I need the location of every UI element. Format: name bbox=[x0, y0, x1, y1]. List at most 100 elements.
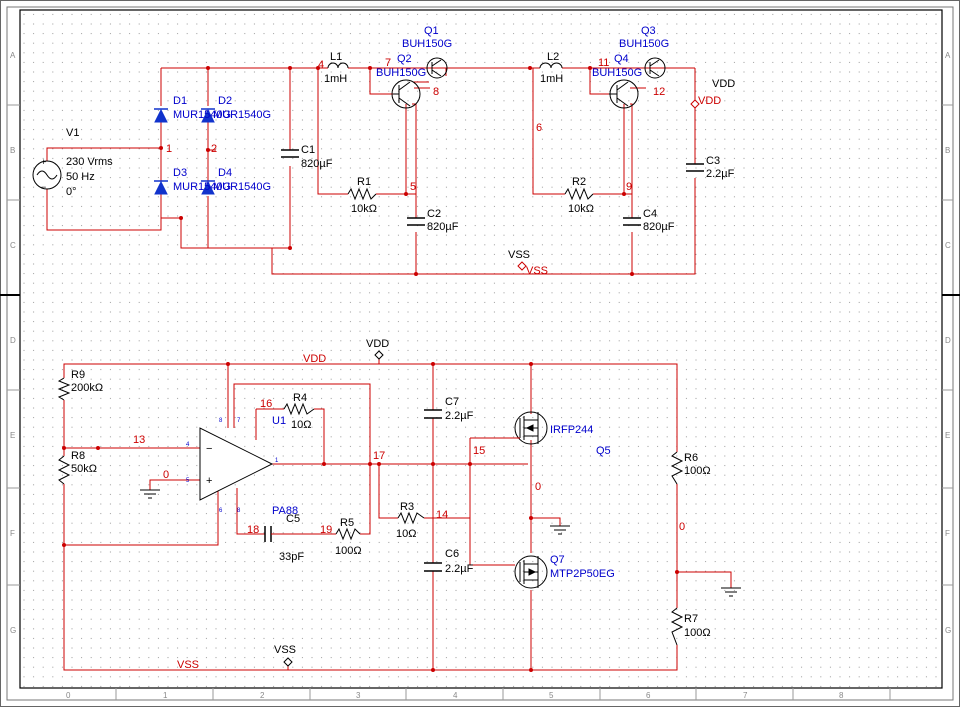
row-label-g-left: G bbox=[10, 626, 16, 635]
row-label-d-left: D bbox=[10, 336, 16, 345]
c1-capacitor[interactable] bbox=[281, 149, 299, 158]
r4-refdes: R4 bbox=[293, 392, 307, 404]
top-vss-port-label: VSS bbox=[508, 249, 530, 261]
node-label: 12 bbox=[653, 86, 665, 98]
d1-value: MUR1540G bbox=[173, 109, 231, 121]
top-vss-port-symbol[interactable] bbox=[517, 261, 527, 271]
u1-pin: 5 bbox=[186, 478, 190, 484]
bottom-vss-port-symbol[interactable] bbox=[283, 657, 293, 667]
r8-value: 50kΩ bbox=[71, 463, 97, 475]
power-supply-junctions bbox=[159, 66, 634, 276]
d4-value: MUR1540G bbox=[213, 181, 271, 193]
d3-refdes: D3 bbox=[173, 167, 187, 179]
node-label: 9 bbox=[626, 181, 632, 193]
r9-resistor[interactable] bbox=[57, 377, 71, 401]
l2-inductor[interactable] bbox=[539, 62, 563, 69]
col-label-4: 4 bbox=[453, 691, 458, 700]
c3-capacitor[interactable] bbox=[686, 163, 704, 172]
d2-diode[interactable] bbox=[201, 108, 215, 123]
r9-value: 200kΩ bbox=[71, 382, 103, 394]
d1-refdes: D1 bbox=[173, 95, 187, 107]
node-label: 11 bbox=[598, 57, 609, 69]
q2-transistor[interactable] bbox=[391, 79, 421, 109]
bottom-vdd-port-symbol[interactable] bbox=[374, 350, 384, 360]
v1-refdes: V1 bbox=[66, 127, 79, 139]
r8-resistor[interactable] bbox=[57, 455, 71, 485]
svg-text:+: + bbox=[41, 157, 46, 167]
d4-refdes: D4 bbox=[218, 167, 232, 179]
v1-ac-source[interactable]: + − bbox=[32, 157, 62, 192]
u1-pin: 6 bbox=[219, 508, 223, 514]
r4-resistor[interactable] bbox=[283, 402, 315, 416]
v1-freq: 50 Hz bbox=[66, 171, 95, 183]
r1-refdes: R1 bbox=[357, 176, 371, 188]
v1-rms: 230 Vrms bbox=[66, 156, 113, 168]
row-label-a-right: A bbox=[945, 51, 951, 60]
c4-capacitor[interactable] bbox=[623, 217, 641, 226]
top-vdd-port-symbol[interactable] bbox=[690, 99, 700, 109]
row-label-f-right: F bbox=[945, 529, 950, 538]
row-label-b-right: B bbox=[945, 146, 950, 155]
r7-resistor[interactable] bbox=[670, 607, 684, 646]
ground-symbol-opamp bbox=[140, 489, 160, 499]
r2-resistor[interactable] bbox=[564, 187, 594, 201]
col-label-8: 8 bbox=[839, 691, 844, 700]
q5-mosfet[interactable] bbox=[514, 411, 548, 445]
d1-diode[interactable] bbox=[154, 108, 168, 123]
u1-pin: 4 bbox=[186, 442, 190, 448]
col-label-1: 1 bbox=[163, 691, 168, 700]
c6-capacitor[interactable] bbox=[424, 562, 442, 572]
c2-capacitor[interactable] bbox=[407, 217, 425, 226]
r5-resistor[interactable] bbox=[335, 527, 361, 541]
row-label-b-left: B bbox=[10, 146, 15, 155]
r3-refdes: R3 bbox=[400, 501, 414, 513]
u1-value: PA88 bbox=[272, 505, 298, 517]
r2-value: 10kΩ bbox=[568, 203, 594, 215]
c3-value: 2.2µF bbox=[706, 168, 735, 180]
v1-phase: 0° bbox=[66, 186, 77, 198]
r1-resistor[interactable] bbox=[347, 187, 377, 201]
q7-mosfet[interactable] bbox=[514, 555, 548, 589]
col-label-6: 6 bbox=[646, 691, 651, 700]
q4-transistor[interactable] bbox=[609, 79, 639, 109]
col-label-2: 2 bbox=[260, 691, 265, 700]
node-label: 8 bbox=[433, 86, 439, 98]
border-col-ticks bbox=[115, 688, 891, 700]
q5-value: IRFP244 bbox=[550, 424, 593, 436]
d4-diode[interactable] bbox=[201, 180, 215, 195]
node-label: 6 bbox=[536, 122, 542, 134]
opamp-plus-sign: + bbox=[206, 475, 212, 487]
c5-value: 33pF bbox=[279, 551, 304, 563]
bottom-vss-net-label: VSS bbox=[177, 659, 199, 671]
l1-inductor[interactable] bbox=[327, 62, 349, 69]
node-label: 0 bbox=[679, 521, 685, 533]
r1-value: 10kΩ bbox=[351, 203, 377, 215]
q7-refdes: Q7 bbox=[550, 554, 565, 566]
q2-value: BUH150G bbox=[376, 67, 426, 79]
r3-resistor[interactable] bbox=[397, 511, 425, 525]
row-label-c-left: C bbox=[10, 241, 16, 250]
c7-value: 2.2µF bbox=[445, 410, 474, 422]
r6-value: 100Ω bbox=[684, 465, 711, 477]
d3-diode[interactable] bbox=[154, 180, 168, 195]
c2-value: 820µF bbox=[427, 221, 459, 233]
c7-capacitor[interactable] bbox=[424, 409, 442, 419]
u1-opamp[interactable] bbox=[199, 427, 274, 501]
q1-refdes: Q1 bbox=[424, 25, 439, 37]
d2-refdes: D2 bbox=[218, 95, 232, 107]
q1-transistor[interactable] bbox=[426, 57, 448, 79]
node-label: 16 bbox=[260, 398, 272, 410]
r9-refdes: R9 bbox=[71, 369, 85, 381]
c5-refdes: C5 bbox=[286, 513, 300, 525]
dot-grid bbox=[20, 10, 942, 688]
r6-resistor[interactable] bbox=[670, 451, 684, 485]
bottom-vss-port-label: VSS bbox=[274, 644, 296, 656]
r8-refdes: R8 bbox=[71, 450, 85, 462]
u1-pin: 7 bbox=[237, 418, 241, 424]
q3-transistor[interactable] bbox=[644, 57, 666, 79]
svg-text:−: − bbox=[41, 182, 46, 192]
col-label-5: 5 bbox=[549, 691, 554, 700]
top-vdd-port-label: VDD bbox=[712, 78, 735, 90]
q2-refdes: Q2 bbox=[397, 53, 412, 65]
node-label: 17 bbox=[373, 450, 385, 462]
